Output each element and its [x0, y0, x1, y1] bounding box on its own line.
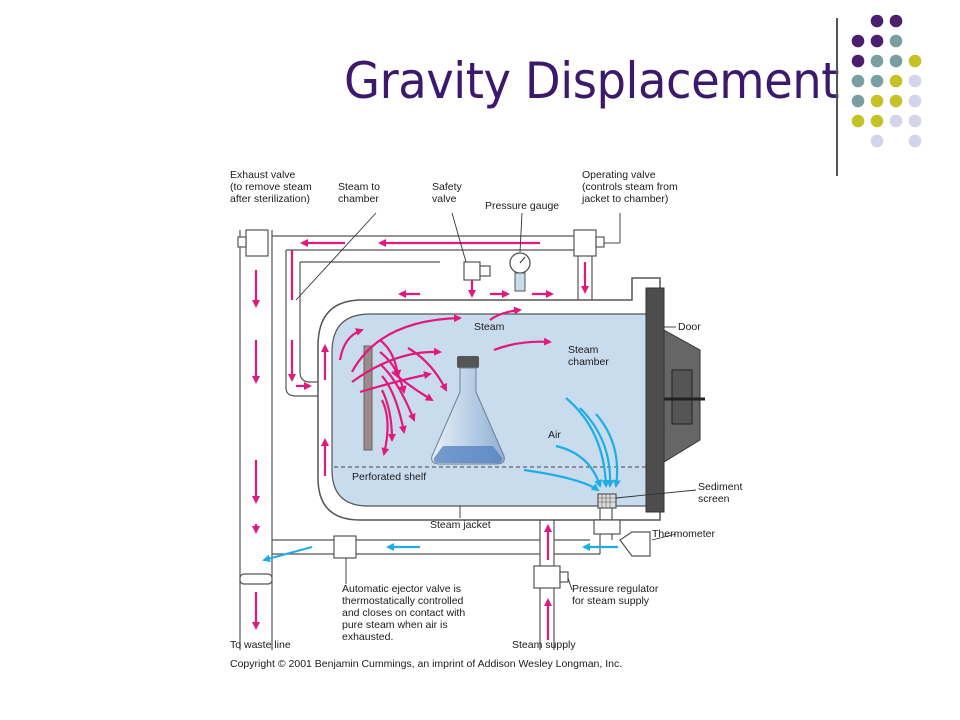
waste-line-coupling	[239, 573, 273, 585]
decorative-dot	[870, 94, 884, 108]
label-perforated-shelf: Perforated shelf	[352, 471, 426, 483]
decorative-dot	[870, 34, 884, 48]
label-exhaust-valve-line1: Exhaust valve	[230, 169, 296, 181]
label-pressure-regulator-line2: for steam supply	[572, 595, 650, 607]
decorative-dot	[870, 134, 884, 148]
door	[645, 287, 665, 513]
decorative-dot	[889, 94, 903, 108]
label-ejector-line1: Automatic ejector valve is	[342, 583, 461, 595]
decorative-dot	[889, 114, 903, 128]
label-ejector-line3: and closes on contact with	[342, 607, 465, 619]
label-steam-supply: Steam supply	[512, 639, 576, 651]
drain-fitting	[593, 519, 621, 535]
thermometer	[619, 531, 651, 557]
decorative-dot	[851, 54, 865, 68]
operating-valve	[573, 229, 597, 257]
label-safety-valve-line1: Safety	[432, 181, 463, 193]
label-steam-chamber-line1: Steam	[568, 344, 599, 356]
label-operating-valve-line2: (controls steam from	[582, 181, 678, 193]
label-pressure-regulator-line1: Pressure regulator	[572, 583, 659, 595]
label-exhaust-valve-line3: after sterilization)	[230, 193, 310, 205]
decorative-dot	[851, 114, 865, 128]
decorative-dot	[889, 34, 903, 48]
label-sediment-screen-line2: screen	[698, 493, 730, 505]
label-steam-to-chamber-line1: Steam to	[338, 181, 380, 193]
decorative-dot	[851, 94, 865, 108]
label-operating-valve-line3: jacket to chamber)	[581, 193, 668, 205]
label-pressure-gauge: Pressure gauge	[485, 200, 559, 212]
label-operating-valve-line1: Operating valve	[582, 169, 656, 181]
label-thermometer: Thermometer	[652, 528, 716, 540]
decorative-dot	[908, 74, 922, 88]
label-ejector-line5: exhausted.	[342, 631, 393, 643]
label-steam-to-chamber-line2: chamber	[338, 193, 379, 205]
label-door: Door	[678, 321, 701, 333]
pipe-network	[239, 230, 613, 650]
svg-text:Operating valve(controls steam: Operating valve(controls steam fromjacke…	[581, 169, 678, 205]
copyright-notice: Copyright © 2001 Benjamin Cummings, an i…	[230, 658, 622, 670]
steam-chamber	[331, 292, 649, 507]
decorative-dot	[908, 114, 922, 128]
label-to-waste-line: To waste line	[230, 639, 291, 651]
exhaust-valve	[245, 229, 269, 257]
decorative-dot	[908, 54, 922, 68]
label-ejector-line4: pure steam when air is	[342, 619, 448, 631]
label-sediment-screen-line1: Sediment	[698, 481, 742, 493]
decorative-dot	[870, 14, 884, 28]
rack-panel	[363, 345, 373, 451]
label-steam-jacket: Steam jacket	[430, 519, 491, 531]
decorative-dot	[908, 134, 922, 148]
decorative-dot	[889, 14, 903, 28]
steam-flow-arrows	[252, 239, 589, 640]
label-steam-chamber-line2: chamber	[568, 356, 609, 368]
flask	[431, 356, 505, 465]
label-steam: Steam	[474, 321, 505, 333]
decorative-dot	[870, 74, 884, 88]
label-safety-valve-line2: valve	[432, 193, 457, 205]
automatic-ejector-valve	[333, 535, 357, 559]
air-flow-arrows	[262, 397, 621, 563]
decorative-dot	[851, 74, 865, 88]
title-divider-line	[836, 18, 838, 176]
decorative-dot-grid	[851, 14, 922, 148]
sediment-screen	[597, 493, 617, 509]
decorative-dot	[889, 54, 903, 68]
slide-title: Gravity Displacement	[344, 52, 839, 110]
pressure-regulator	[533, 565, 561, 589]
decorative-dot	[851, 34, 865, 48]
decorative-dot	[908, 94, 922, 108]
decorative-dot	[889, 74, 903, 88]
label-exhaust-valve-line2: (to remove steam	[230, 181, 312, 193]
decorative-dot	[870, 54, 884, 68]
label-air: Air	[548, 429, 561, 441]
label-ejector-line2: thermostatically controlled	[342, 595, 464, 607]
decorative-dot	[870, 114, 884, 128]
safety-valve	[463, 261, 481, 281]
